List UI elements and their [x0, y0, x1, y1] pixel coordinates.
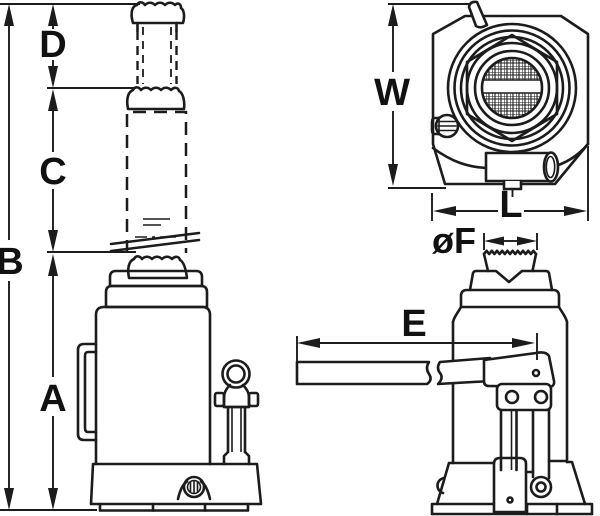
screw-thread-dashed: [142, 27, 172, 84]
dim-label-e: E: [401, 303, 426, 345]
cylinder-body-sides: [451, 320, 569, 465]
base-pin: [506, 496, 514, 504]
serrated-saddle: [482, 249, 538, 273]
base: [89, 462, 263, 512]
operating-handle[interactable]: [295, 356, 493, 386]
break-symbol: [109, 218, 201, 253]
carry-handle: [76, 342, 98, 442]
dimensions-handle-view: øF E: [296, 220, 538, 361]
dim-label-b: B: [0, 241, 24, 283]
cylinder-body: [94, 305, 212, 466]
dim-label-l: L: [499, 184, 522, 226]
pump-cylinder: [492, 456, 528, 514]
screw-saddle: [130, 1, 186, 25]
pump-rod: [499, 408, 518, 472]
release-link-arm: [529, 408, 553, 499]
extension-lines: [483, 233, 538, 250]
dimensions-top-view: W L: [374, 3, 589, 226]
ram-saddle: [125, 86, 186, 111]
dim-label-c: C: [39, 151, 66, 193]
screw-sides-solid: [136, 21, 178, 33]
linkage-block: [495, 382, 553, 412]
dim-label-w: W: [374, 72, 410, 114]
side-view-extended: [76, 1, 263, 512]
handle-socket-lever: [482, 351, 556, 389]
extension-lines: [0, 3, 140, 511]
base: [430, 459, 594, 516]
pump-lever-stub: [467, 0, 489, 29]
pump-piston: [213, 359, 260, 466]
handle-eye-icon: [221, 359, 251, 389]
dimensions-side-view: B D C A: [0, 3, 140, 511]
top-view: [430, 0, 590, 197]
extension-lines: [388, 3, 589, 221]
top-cap: [468, 269, 554, 292]
side-view-with-handle: [295, 249, 594, 516]
release-valve-icon: [430, 113, 460, 139]
hex-nut: [465, 33, 559, 143]
dim-label-f: øF: [432, 220, 476, 261]
top-cap: [108, 269, 204, 288]
filler-plug-icon: [176, 475, 212, 501]
handle-socket-top: [484, 151, 560, 197]
collar: [459, 288, 561, 309]
dim-label-a: A: [39, 378, 66, 420]
shoulders: [451, 305, 569, 324]
collar: [104, 284, 209, 309]
knurled-saddle-top: [482, 58, 542, 118]
overload-valve-bump: [436, 476, 446, 495]
dim-label-d: D: [39, 24, 66, 66]
ram-dashed-outline: [125, 110, 188, 253]
saddle: [126, 255, 189, 280]
screw-sides-dashed: [136, 31, 178, 84]
